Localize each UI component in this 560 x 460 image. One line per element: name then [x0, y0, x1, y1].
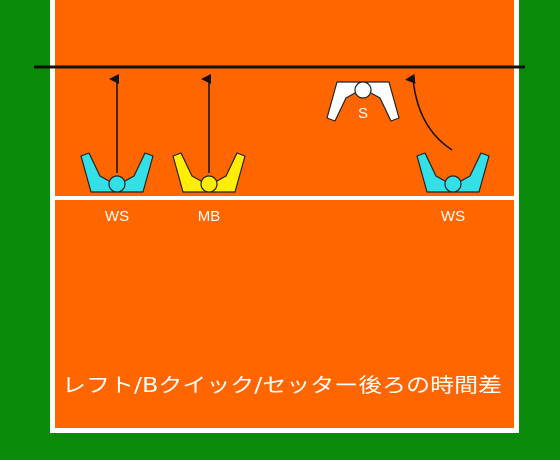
attack-line [55, 196, 514, 200]
player-ws-right [416, 152, 490, 193]
player-body [326, 81, 400, 122]
diagram-caption: レフト/Bクイック/セッター後ろの時間差 [62, 373, 502, 397]
player-label-ws-right: WS [441, 208, 465, 225]
player-head [444, 175, 462, 193]
player-body [80, 152, 154, 193]
player-head [200, 175, 218, 193]
player-label-mb: MB [198, 208, 221, 225]
player-label-ws-left: WS [105, 208, 129, 225]
player-setter [326, 81, 400, 122]
player-mb [172, 152, 246, 193]
court-surface [55, 0, 514, 428]
player-ws-left [80, 152, 154, 193]
player-body [172, 152, 246, 193]
player-body [416, 152, 490, 193]
player-head [354, 81, 372, 99]
player-head [108, 175, 126, 193]
player-label-setter: S [358, 105, 368, 122]
ws-right-curved-arrow [405, 73, 453, 151]
